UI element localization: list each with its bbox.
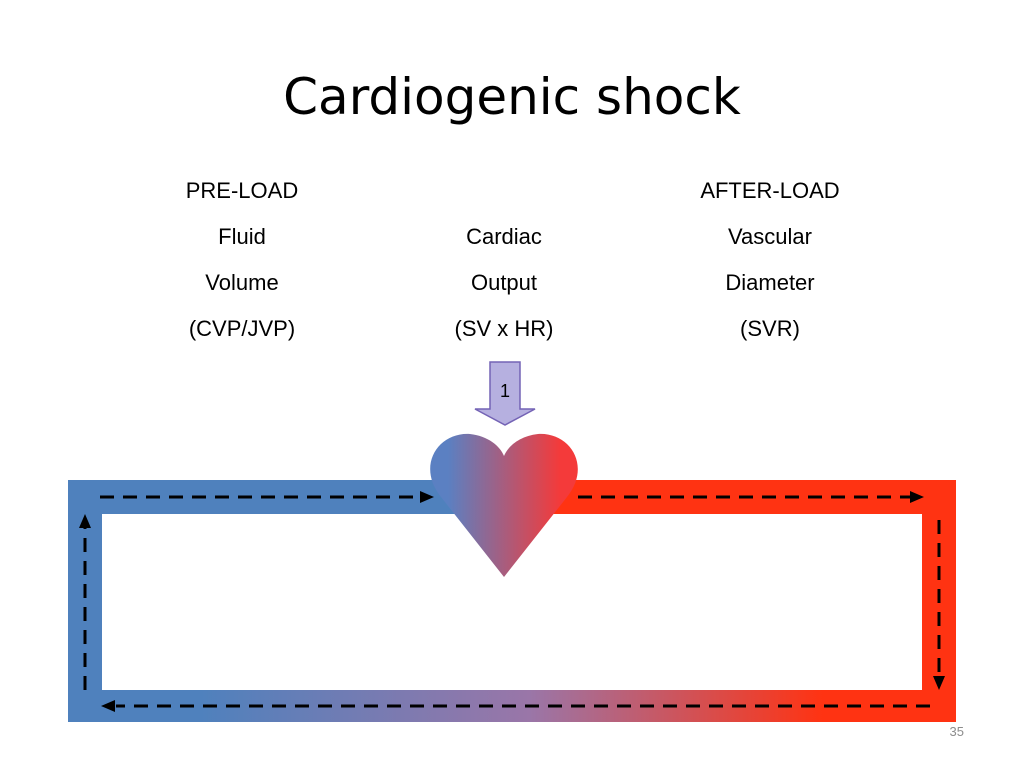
cardiac-output-heading bbox=[384, 172, 624, 218]
afterload-line-2: Diameter bbox=[725, 270, 815, 295]
step-number-label: 1 bbox=[500, 381, 510, 401]
cardiac-output-line-1: Cardiac bbox=[466, 224, 542, 249]
arrowhead-left-icon bbox=[101, 700, 115, 712]
preload-heading: PRE-LOAD bbox=[185, 178, 299, 203]
flow-arrowheads bbox=[79, 491, 945, 712]
preload-line-2: Volume bbox=[205, 270, 279, 295]
cardiac-output-column: Cardiac Output (SV x HR) bbox=[384, 172, 624, 356]
down-arrow-icon bbox=[474, 361, 536, 426]
cardiac-output-line-2: Output bbox=[470, 270, 538, 295]
page-number: 35 bbox=[949, 724, 964, 739]
heart-icon bbox=[430, 433, 578, 577]
afterload-line-1: Vascular bbox=[728, 224, 812, 249]
preload-line-3: (CVP/JVP) bbox=[188, 316, 296, 341]
cardiac-output-line-3: (SV x HR) bbox=[454, 316, 554, 341]
arrowhead-right-icon bbox=[910, 491, 924, 503]
slide-title: Cardiogenic shock bbox=[283, 68, 741, 126]
arrowhead-right-icon bbox=[420, 491, 434, 503]
arrowhead-down-icon bbox=[933, 676, 945, 690]
afterload-heading: AFTER-LOAD bbox=[700, 178, 840, 203]
afterload-column: AFTER-LOAD Vascular Diameter (SVR) bbox=[650, 172, 890, 356]
afterload-line-3: (SVR) bbox=[740, 316, 800, 341]
arrowhead-up-icon bbox=[79, 514, 91, 528]
preload-line-1: Fluid bbox=[218, 224, 266, 249]
flow-dashes bbox=[83, 495, 941, 708]
preload-column: PRE-LOAD Fluid Volume (CVP/JVP) bbox=[122, 172, 362, 356]
